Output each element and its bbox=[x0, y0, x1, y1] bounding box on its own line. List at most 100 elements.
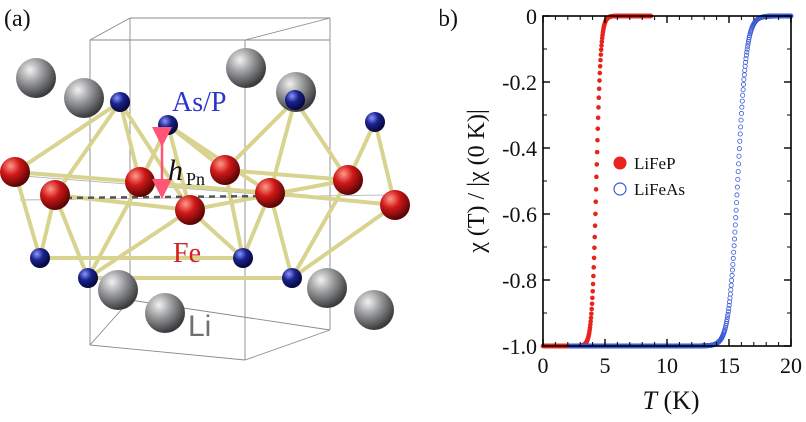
pn-atom bbox=[158, 115, 178, 135]
lifeas-data-point bbox=[736, 146, 742, 152]
lifep-data-point bbox=[588, 319, 593, 324]
fe-atom bbox=[40, 180, 70, 210]
li-atoms-back bbox=[16, 48, 316, 118]
lifeas-data-point bbox=[734, 184, 740, 190]
lifeas-data-point bbox=[743, 56, 749, 62]
pn-atom bbox=[233, 248, 253, 268]
li-atom bbox=[98, 270, 138, 310]
lifeas-data-point bbox=[740, 87, 746, 93]
li-atom bbox=[16, 58, 56, 98]
lifep-data-point bbox=[596, 95, 602, 101]
lifeas-data-point bbox=[731, 249, 737, 255]
lifeas-data-point bbox=[741, 76, 747, 82]
lifeas-data-point bbox=[729, 272, 735, 278]
lifeas-data-point bbox=[729, 267, 735, 273]
lifep-data-point bbox=[591, 255, 597, 261]
lifep-data-point bbox=[594, 149, 600, 155]
lifeas-data-point bbox=[731, 243, 737, 249]
fe-atom bbox=[380, 190, 410, 220]
y-tick-label: -0.6 bbox=[502, 202, 537, 227]
li-atom bbox=[307, 268, 347, 308]
label-h: h bbox=[168, 154, 183, 187]
x-axis-title: T (K) bbox=[642, 386, 699, 415]
lifeas-data-point bbox=[725, 309, 731, 315]
lifeas-data-point bbox=[742, 67, 748, 73]
lifep-data-point bbox=[592, 234, 598, 240]
fe-atom bbox=[210, 155, 240, 185]
li-atom bbox=[145, 293, 185, 333]
fe-atoms bbox=[0, 155, 410, 225]
pn-atom bbox=[282, 268, 302, 288]
lifeas-data-point bbox=[741, 72, 747, 78]
lifep-data-point bbox=[590, 295, 595, 301]
y-tick-label: -0.2 bbox=[502, 70, 537, 95]
crystal-structure-panel: (a) bbox=[0, 6, 410, 361]
lifeas-data-point bbox=[727, 299, 733, 305]
y-axis-title: χ (T) / |χ (0 K)| bbox=[464, 109, 490, 254]
x-tick-label: 15 bbox=[718, 353, 740, 378]
lifeas-data-point bbox=[730, 261, 736, 267]
label-h-subscript: Pn bbox=[186, 169, 205, 189]
lifeas-data-point bbox=[739, 104, 745, 110]
lifeas-data-point bbox=[737, 138, 743, 144]
lifeas-data-point bbox=[735, 176, 741, 182]
pn-atom bbox=[365, 112, 385, 132]
lifeas-data-point bbox=[743, 52, 749, 58]
fe-atom bbox=[255, 178, 285, 208]
lifeas-data-point bbox=[732, 222, 738, 228]
lifep-data-point bbox=[590, 289, 596, 294]
lifeas-data-point bbox=[738, 111, 744, 117]
lifeas-data-point bbox=[729, 277, 735, 283]
lifep-data-point bbox=[588, 315, 594, 321]
lifeas-data-point bbox=[734, 192, 740, 198]
legend-marker-lifeas bbox=[613, 182, 627, 196]
lifeas-data-point bbox=[726, 302, 732, 308]
lifeas-data-point bbox=[735, 169, 741, 175]
lifeas-data-point bbox=[726, 306, 732, 312]
lifep-data-point bbox=[595, 115, 601, 121]
lifep-data-point bbox=[589, 311, 594, 317]
li-atom bbox=[226, 48, 266, 88]
lifep-data-point bbox=[591, 273, 596, 279]
li-atom bbox=[354, 290, 394, 330]
lifep-data-point bbox=[596, 105, 601, 110]
lifeas-data-point bbox=[731, 236, 737, 242]
lifeas-data-point bbox=[727, 291, 733, 297]
lifep-data-point bbox=[597, 78, 602, 83]
lifeas-data-point bbox=[745, 41, 751, 47]
lifep-data-point bbox=[598, 47, 604, 53]
li-atoms-front bbox=[98, 268, 394, 333]
lifeas-data-point bbox=[744, 46, 750, 52]
pn-atom bbox=[30, 248, 50, 268]
y-tick-label: 0 bbox=[526, 4, 537, 29]
lifeas-data-point bbox=[733, 207, 739, 213]
lifeas-data-point bbox=[732, 229, 738, 235]
lifep-data-point bbox=[597, 63, 603, 69]
lifep-data-point bbox=[594, 162, 600, 167]
lifeas-data-point bbox=[743, 59, 749, 65]
x-tick-label: 5 bbox=[600, 353, 611, 378]
lifeas-data-point bbox=[730, 255, 736, 261]
lifeas-data-point bbox=[728, 287, 734, 293]
label-li: Li bbox=[188, 310, 211, 343]
lifep-data-point bbox=[591, 265, 597, 270]
li-atom bbox=[64, 78, 104, 118]
fe-atom bbox=[125, 167, 155, 197]
x-axis-title-unit: (K) bbox=[657, 386, 700, 415]
lifep-data-point bbox=[599, 39, 605, 44]
crystal-structure-diagram: (a) bbox=[0, 6, 410, 361]
lifeas-data-point bbox=[725, 314, 731, 320]
label-fe: Fe bbox=[173, 238, 201, 269]
lifep-data-point bbox=[595, 126, 601, 131]
lifep-data-point bbox=[593, 211, 598, 217]
lifep-data-point bbox=[597, 70, 603, 76]
fe-plane-dashed-line bbox=[54, 194, 271, 200]
lifeas-data-point bbox=[738, 124, 744, 130]
legend-label-lifeas: LiFeAs bbox=[634, 180, 685, 199]
lifeas-data-point bbox=[728, 282, 734, 288]
label-as-p: As/P bbox=[172, 87, 226, 118]
x-tick-label: 10 bbox=[656, 353, 678, 378]
fe-atom bbox=[0, 157, 30, 187]
